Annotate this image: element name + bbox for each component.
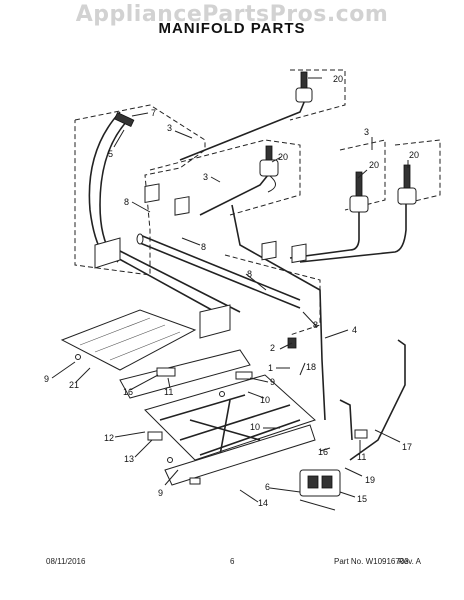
callout-label: 18 (306, 362, 316, 372)
callout-label: 3 (203, 172, 208, 182)
wire-harness (88, 111, 241, 321)
callout-label: 20 (409, 150, 419, 160)
callout-label: 11 (164, 387, 173, 397)
callout-label: 21 (69, 380, 79, 390)
callout-label: 15 (357, 494, 367, 504)
callout-label: 6 (265, 482, 270, 492)
callout-labels: 20 7 3 5 20 3 20 20 3 8 8 8 8 4 2 1 18 9… (44, 74, 419, 508)
callout-label: 16 (318, 447, 328, 457)
callout-label: 11 (357, 452, 366, 462)
bracket-clips (144, 183, 307, 264)
burner-valve-top-right (179, 71, 313, 161)
callout-label: 4 (352, 325, 357, 335)
callout-label: 20 (369, 160, 379, 170)
callout-label: 5 (108, 149, 113, 159)
bake-burner-assembly (119, 349, 316, 486)
callout-label: 16 (123, 387, 133, 397)
callout-label: 8 (124, 197, 129, 207)
regulator-assembly (299, 339, 406, 511)
callout-label: 19 (365, 475, 375, 485)
callout-label: 8 (247, 269, 252, 279)
callout-label: 3 (364, 127, 369, 137)
burner-valve-right-a (289, 171, 369, 259)
footer-revision: Rev. A (398, 557, 421, 566)
callout-label: 13 (124, 454, 134, 464)
callout-label: 3 (167, 123, 172, 133)
callout-label: 2 (270, 343, 275, 353)
heat-shield-plate (60, 309, 197, 371)
assembly-outlines (74, 69, 441, 336)
footer-part-number: Part No. W10916703 (334, 557, 409, 566)
callout-label: 10 (250, 422, 260, 432)
burner-valve-middle (199, 145, 279, 216)
callout-label: 8 (201, 242, 206, 252)
callout-label: 17 (402, 442, 412, 452)
callout-label: 20 (333, 74, 343, 84)
footer-page-number: 6 (230, 557, 235, 566)
page-title: MANIFOLD PARTS (158, 20, 306, 37)
footer-date: 08/11/2016 (46, 557, 86, 566)
callout-label: 9 (44, 374, 49, 384)
callout-label: 10 (260, 395, 270, 405)
manifold-pipe (136, 204, 326, 421)
burner-valve-right-b (299, 164, 417, 263)
callout-label: 20 (278, 152, 288, 162)
callout-label: 7 (151, 108, 156, 118)
callout-label: 9 (270, 377, 275, 387)
callout-label: 1 (268, 363, 273, 373)
mounting-plates (94, 237, 231, 339)
watermark: AppliancePartsPros.com (75, 2, 389, 27)
callout-label: 8 (313, 320, 318, 330)
callout-label: 14 (258, 498, 268, 508)
callout-label: 9 (158, 488, 163, 498)
leader-lines (51, 77, 409, 503)
callout-label: 12 (104, 433, 114, 443)
